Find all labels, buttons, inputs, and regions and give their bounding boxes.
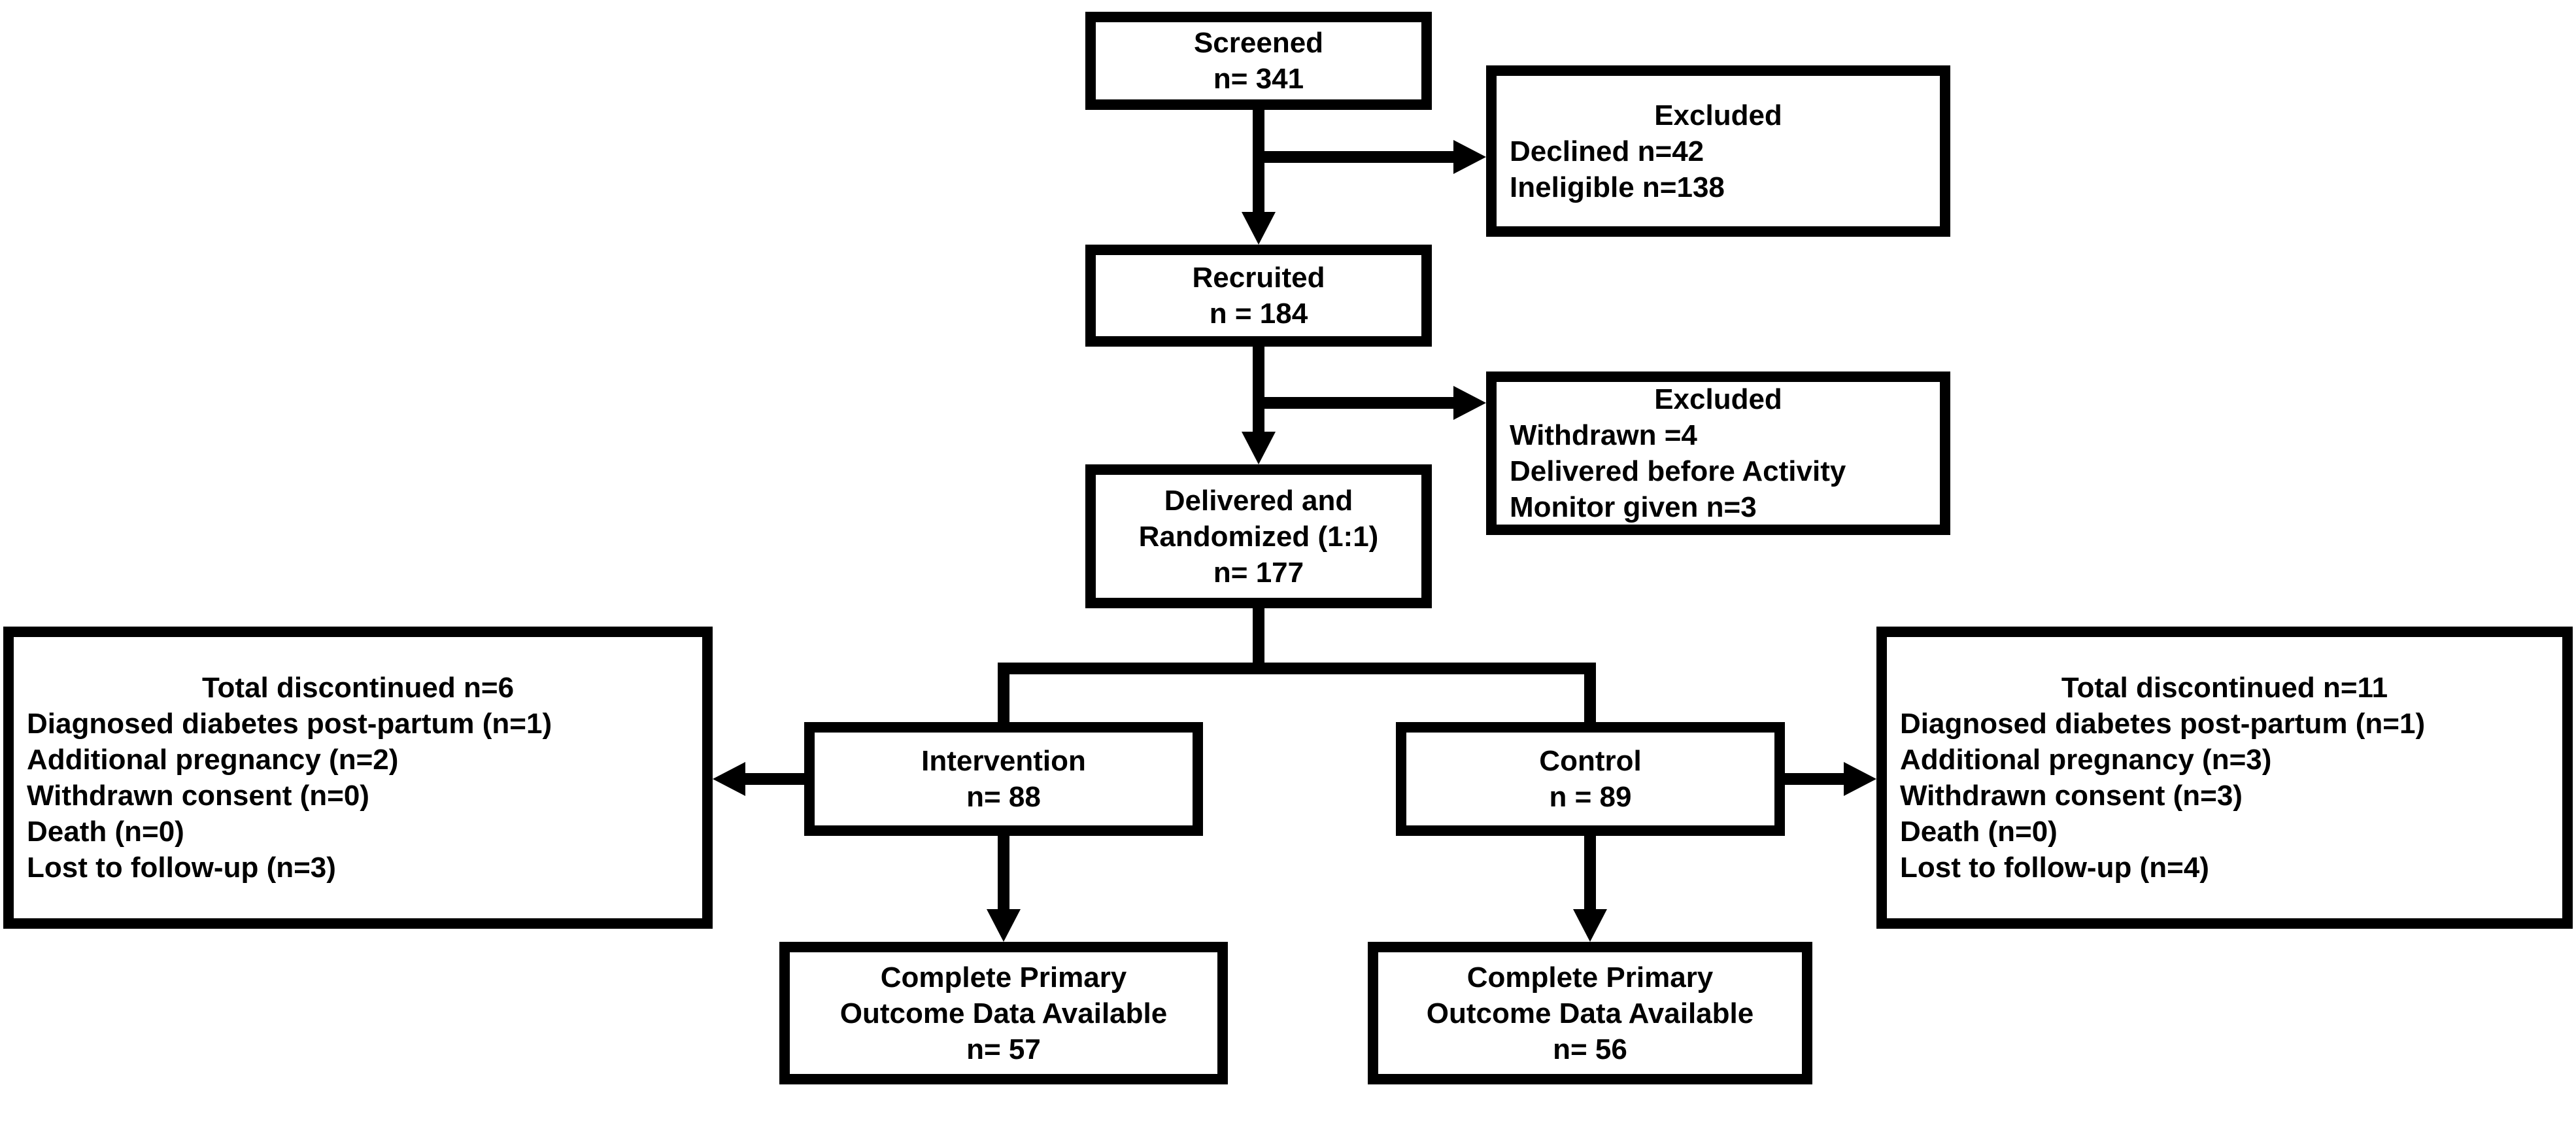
discontinued-control-item: Lost to follow-up (n=4) [1900,852,2209,884]
connector-intervention-discontinued [743,773,804,785]
discontinued-control-item: Diagnosed diabetes post-partum (n=1) [1900,708,2426,740]
excluded-recruited-title: Excluded [1654,383,1782,415]
discontinued-intervention-item: Additional pregnancy (n=2) [27,744,399,776]
outcome-intervention-line1: Complete Primary [880,961,1127,993]
excluded-recruited-box: Excluded Withdrawn =4 Delivered before A… [1486,371,1950,535]
recruited-count: n = 184 [1209,298,1308,330]
discontinued-intervention-item: Diagnosed diabetes post-partum (n=1) [27,708,552,740]
connector-control-outcome [1584,832,1596,912]
outcome-intervention-line2: Outcome Data Available [839,997,1168,1029]
excluded-screening-title: Excluded [1654,99,1782,131]
arrowhead-to-outcome-control [1573,909,1607,942]
excluded-recruited-item: Delivered before Activity Monitor given … [1510,455,1846,523]
control-count: n = 89 [1549,781,1632,813]
discontinued-intervention-box: Total discontinued n=6 Diagnosed diabete… [3,627,713,929]
connector-recruited-randomized [1253,343,1264,434]
screened-label: Screened [1193,27,1324,59]
connector-intervention-outcome [998,832,1009,912]
recruited-label: Recruited [1192,262,1325,294]
excluded-recruited-item: Withdrawn =4 [1510,419,1697,451]
discontinued-intervention-item: Death (n=0) [27,816,184,848]
discontinued-control-box: Total discontinued n=11 Diagnosed diabet… [1876,627,2573,929]
randomized-count: n= 177 [1213,556,1304,589]
screened-box: Screened n= 341 [1085,12,1432,110]
arrowhead-to-excluded-recruited [1453,386,1486,420]
connector-control-discontinued [1785,773,1846,785]
excluded-screening-item: Ineligible n=138 [1510,171,1725,203]
discontinued-intervention-item: Withdrawn consent (n=0) [27,780,369,812]
connector-junction-intervention [998,663,1009,726]
connector-to-excluded-screening [1253,151,1455,163]
screened-count: n= 341 [1213,63,1304,95]
arrowhead-to-discontinued-control [1844,762,1876,796]
discontinued-control-title: Total discontinued n=11 [2061,672,2388,704]
discontinued-intervention-title: Total discontinued n=6 [201,672,515,704]
arrowhead-to-recruited [1242,212,1276,245]
randomized-box: Delivered and Randomized (1:1) n= 177 [1085,464,1432,608]
arrowhead-to-discontinued-intervention [713,762,745,796]
outcome-intervention-count: n= 57 [966,1033,1041,1065]
outcome-intervention-box: Complete Primary Outcome Data Available … [779,942,1228,1084]
outcome-control-line1: Complete Primary [1466,961,1714,993]
randomized-line1: Delivered and [1164,484,1353,517]
arrowhead-to-outcome-intervention [987,909,1021,942]
intervention-label: Intervention [921,745,1086,777]
discontinued-control-item: Additional pregnancy (n=3) [1900,744,2272,776]
connector-junction-control [1584,663,1596,726]
connector-randomized-junction [1253,603,1264,674]
excluded-screening-box: Excluded Declined n=42 Ineligible n=138 [1486,65,1950,237]
connector-to-excluded-recruited [1253,397,1455,409]
recruited-box: Recruited n = 184 [1085,245,1432,347]
intervention-box: Intervention n= 88 [804,722,1203,836]
discontinued-control-item: Death (n=0) [1900,816,2058,848]
discontinued-control-item: Withdrawn consent (n=3) [1900,780,2243,812]
control-box: Control n = 89 [1396,722,1785,836]
outcome-control-box: Complete Primary Outcome Data Available … [1368,942,1812,1084]
junction-horizontal-bar [998,663,1596,674]
outcome-control-count: n= 56 [1553,1033,1627,1065]
excluded-screening-item: Declined n=42 [1510,135,1704,167]
intervention-count: n= 88 [966,781,1041,813]
randomized-line2: Randomized (1:1) [1138,520,1379,553]
discontinued-intervention-item: Lost to follow-up (n=3) [27,852,336,884]
arrowhead-to-excluded-screening [1453,140,1486,174]
outcome-control-line2: Outcome Data Available [1426,997,1754,1029]
control-label: Control [1539,745,1642,777]
arrowhead-to-randomized [1242,432,1276,464]
